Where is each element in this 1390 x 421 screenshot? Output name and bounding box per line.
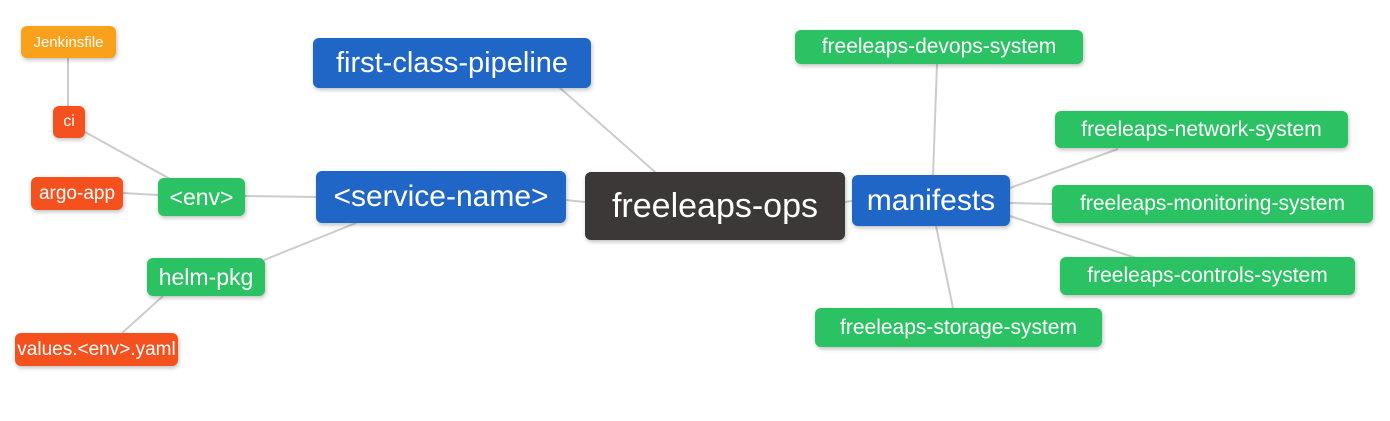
edge-first-class-pipeline-to-freeleaps-ops bbox=[559, 87, 656, 173]
node-freeleaps-network-system[interactable]: freeleaps-network-system bbox=[1055, 111, 1348, 148]
node-helm-pkg[interactable]: helm-pkg bbox=[147, 258, 265, 296]
node-freeleaps-storage-system[interactable]: freeleaps-storage-system bbox=[815, 308, 1102, 347]
node-values-env-yaml[interactable]: values.<env>.yaml bbox=[15, 333, 178, 366]
edge-values-env-yaml-to-helm-pkg bbox=[121, 295, 164, 334]
node-env[interactable]: <env> bbox=[158, 178, 245, 216]
edge-freeleaps-ops-to-manifests bbox=[844, 200, 853, 203]
node-first-class-pipeline[interactable]: first-class-pipeline bbox=[313, 38, 591, 88]
node-manifests[interactable]: manifests bbox=[852, 175, 1010, 226]
node-freeleaps-ops[interactable]: freeleaps-ops bbox=[585, 172, 845, 240]
edge-manifests-to-freeleaps-network-system bbox=[1009, 148, 1119, 189]
edge-helm-pkg-to-service-name bbox=[263, 222, 357, 261]
edge-manifests-to-freeleaps-storage-system bbox=[935, 225, 954, 309]
edge-service-name-to-freeleaps-ops bbox=[565, 199, 586, 203]
edge-manifests-to-freeleaps-monitoring-system bbox=[1009, 202, 1053, 205]
edge-env-to-service-name bbox=[244, 195, 317, 198]
node-freeleaps-controls-system[interactable]: freeleaps-controls-system bbox=[1060, 257, 1355, 295]
edge-manifests-to-freeleaps-devops-system bbox=[932, 63, 938, 176]
node-argo-app[interactable]: argo-app bbox=[31, 177, 123, 210]
node-freeleaps-devops-system[interactable]: freeleaps-devops-system bbox=[795, 30, 1083, 64]
edge-ci-to-env bbox=[84, 131, 173, 181]
node-service-name[interactable]: <service-name> bbox=[316, 171, 566, 223]
node-ci[interactable]: ci bbox=[53, 106, 85, 138]
node-freeleaps-monitoring-system[interactable]: freeleaps-monitoring-system bbox=[1052, 185, 1373, 223]
edge-argo-app-to-env bbox=[122, 192, 159, 196]
node-jenkinsfile[interactable]: Jenkinsfile bbox=[21, 26, 116, 58]
edge-manifests-to-freeleaps-controls-system bbox=[1009, 215, 1137, 259]
